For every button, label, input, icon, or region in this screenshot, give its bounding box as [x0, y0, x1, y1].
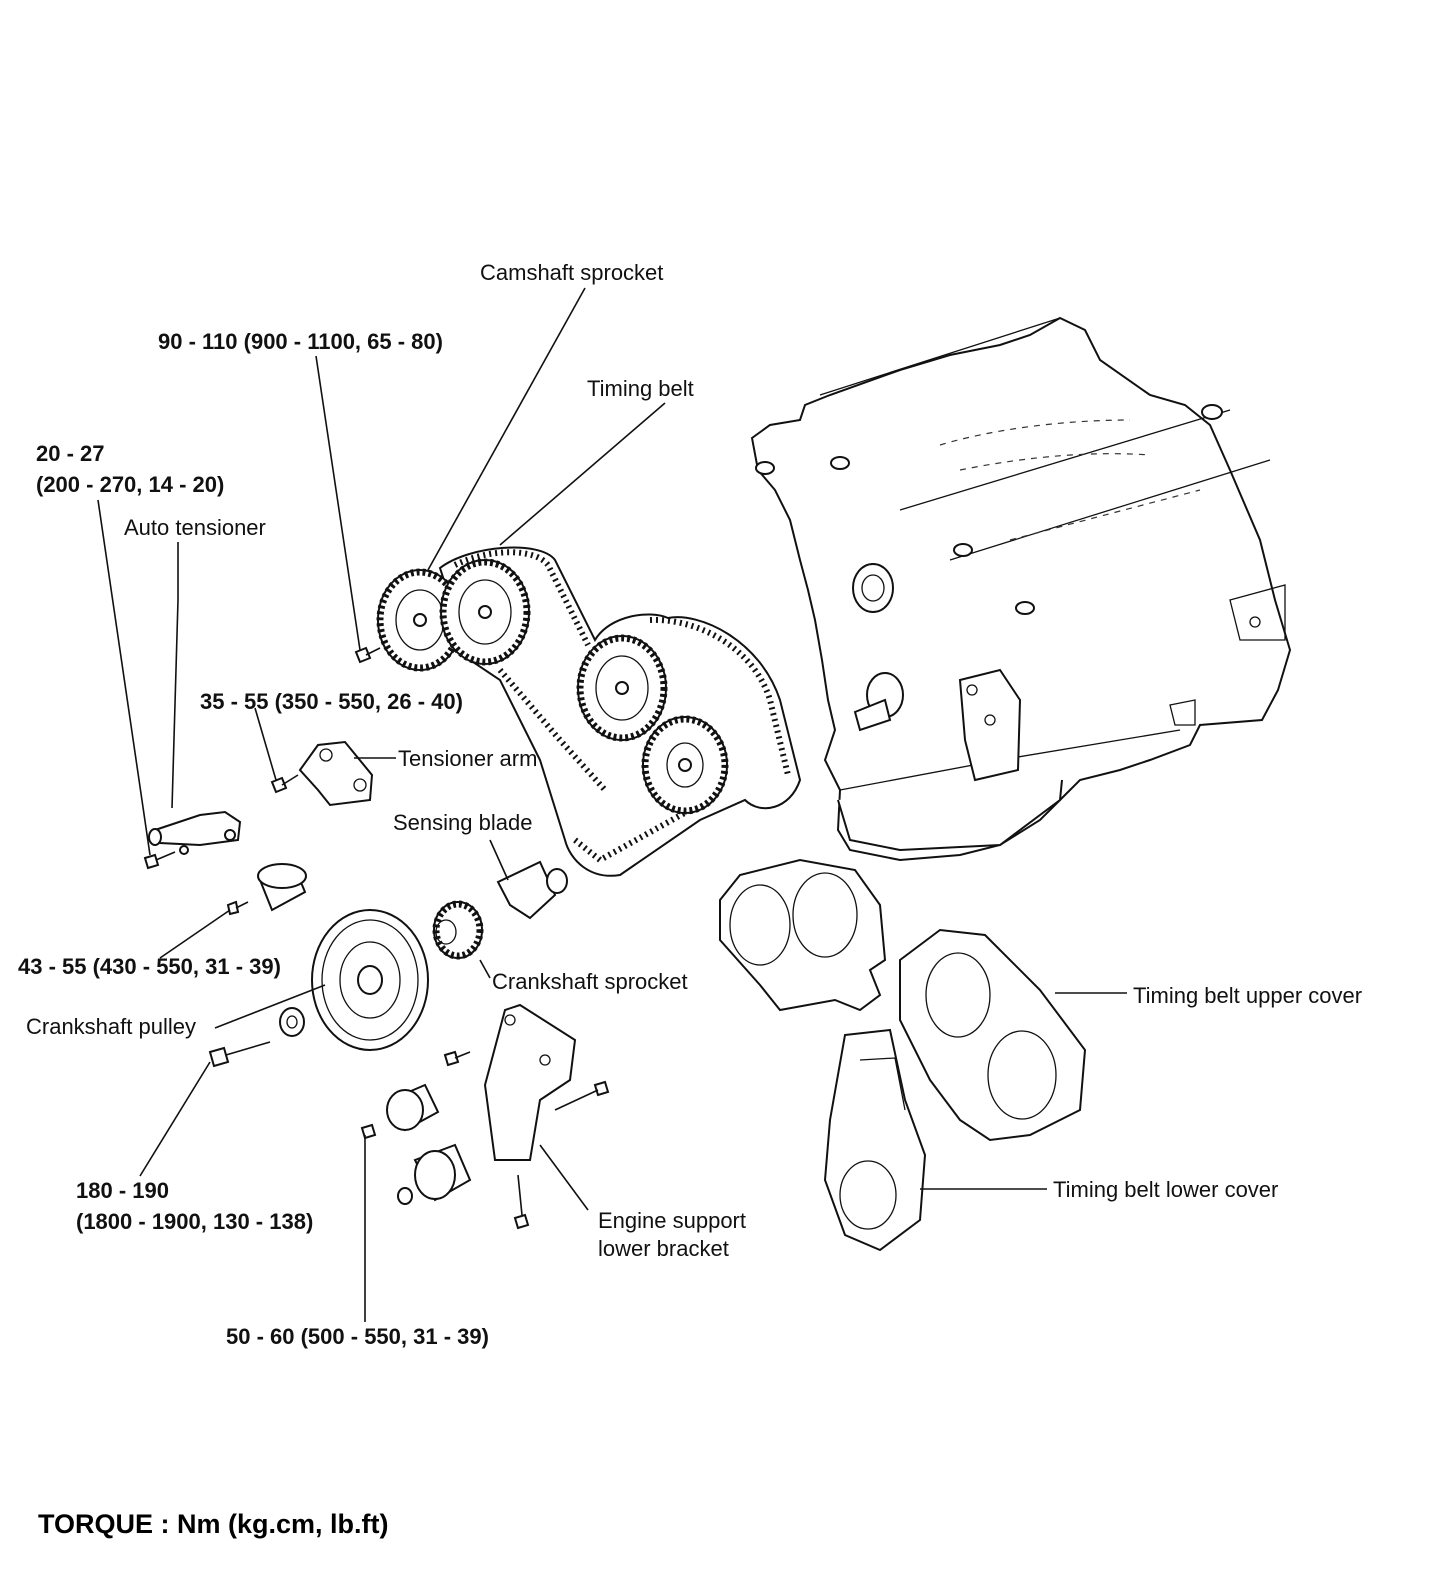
camshaft-bolt-torque: 90 - 110 (900 - 1100, 65 - 80) [158, 329, 443, 354]
crankshaft-sprocket-label: Crankshaft sprocket [492, 969, 688, 994]
timing-belt-label: Timing belt [587, 376, 694, 401]
leader-lines [97, 287, 1127, 1322]
engine-support-lower-bracket-drawing [443, 1003, 610, 1230]
timing-belt-upper-cover-drawing [719, 858, 1087, 1142]
sensing-blade-label: Sensing blade [393, 810, 532, 835]
lower-idler-bolt-torque: 50 - 60 (500 - 550, 31 - 39) [226, 1324, 489, 1349]
tensioner-arm-bolt-torque: 35 - 55 (350 - 550, 26 - 40) [200, 689, 463, 714]
torque-units-footer: TORQUE : Nm (kg.cm, lb.ft) [38, 1509, 389, 1539]
camshaft-bolt-drawing [354, 646, 381, 664]
lower-idler-drawing [360, 1083, 472, 1205]
crankshaft-bolt-torque-line2: (1800 - 1900, 130 - 138) [76, 1209, 313, 1234]
engine-block-drawing [750, 316, 1292, 862]
tensioner-arm-label: Tensioner arm [398, 746, 537, 771]
auto-tensioner-bolt-torque-line2: (200 - 270, 14 - 20) [36, 472, 224, 497]
auto-tensioner-bolt-torque-line1: 20 - 27 [36, 441, 105, 466]
timing-belt-lower-cover-drawing [823, 1028, 927, 1252]
crankshaft-pulley-label: Crankshaft pulley [26, 1014, 196, 1039]
timing-belt-lower-cover-label: Timing belt lower cover [1053, 1177, 1278, 1202]
engine-support-lower-bracket-label-line2: lower bracket [598, 1236, 729, 1261]
crankshaft-pulley-drawing [208, 909, 429, 1068]
auto-tensioner-label: Auto tensioner [124, 515, 266, 540]
camshaft-sprocket-label: Camshaft sprocket [480, 260, 663, 285]
auto-tensioner-drawing [143, 810, 242, 870]
idler-bolt-torque: 43 - 55 (430 - 550, 31 - 39) [18, 954, 281, 979]
tensioner-arm-drawing [270, 740, 374, 807]
timing-belt-upper-cover-label: Timing belt upper cover [1133, 983, 1362, 1008]
sensing-blade-drawing [496, 860, 568, 920]
crankshaft-bolt-torque-line1: 180 - 190 [76, 1178, 169, 1203]
camshaft-sprocket-drawing [376, 558, 729, 815]
idler-pulley-drawing [226, 863, 307, 916]
engine-support-lower-bracket-label-line1: Engine support [598, 1208, 746, 1233]
crankshaft-sprocket-drawing [432, 900, 484, 960]
